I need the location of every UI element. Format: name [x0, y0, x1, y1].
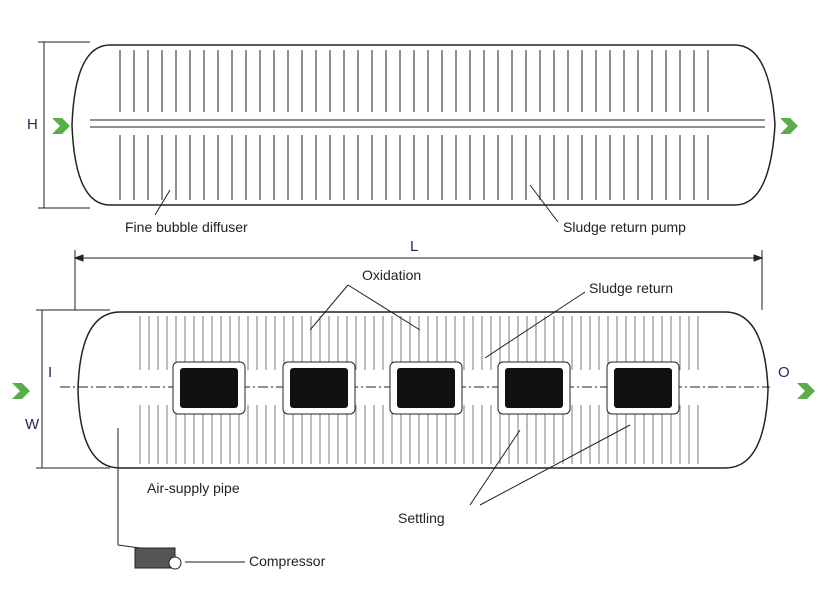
chamber-opening [397, 368, 455, 408]
side-view-tank [71, 44, 776, 206]
chamber-opening [505, 368, 563, 408]
compressor-label: Compressor [249, 553, 326, 569]
length-label: L [410, 238, 419, 255]
chamber-opening [180, 368, 238, 408]
plan-view-tank [77, 311, 769, 469]
inlet-arrow-icon [52, 118, 70, 134]
oxidation-label: Oxidation [362, 267, 422, 283]
settling-label: Settling [398, 510, 445, 526]
air-supply-pipe-label: Air-supply pipe [147, 480, 240, 496]
outlet-arrow-icon [797, 383, 815, 399]
sludge-return-label: Sludge return [589, 280, 674, 296]
chamber-opening [614, 368, 672, 408]
sludge-return-pump-label: Sludge return pump [563, 219, 686, 235]
outlet-arrow-icon [780, 118, 798, 134]
chamber-opening [290, 368, 348, 408]
width-label: W [25, 416, 40, 433]
fine-bubble-diffuser-label: Fine bubble diffuser [125, 219, 248, 235]
height-label: H [27, 116, 38, 133]
outlet-label: O [778, 364, 790, 381]
inlet-arrow-icon [12, 383, 30, 399]
inlet-label: I [48, 364, 53, 381]
